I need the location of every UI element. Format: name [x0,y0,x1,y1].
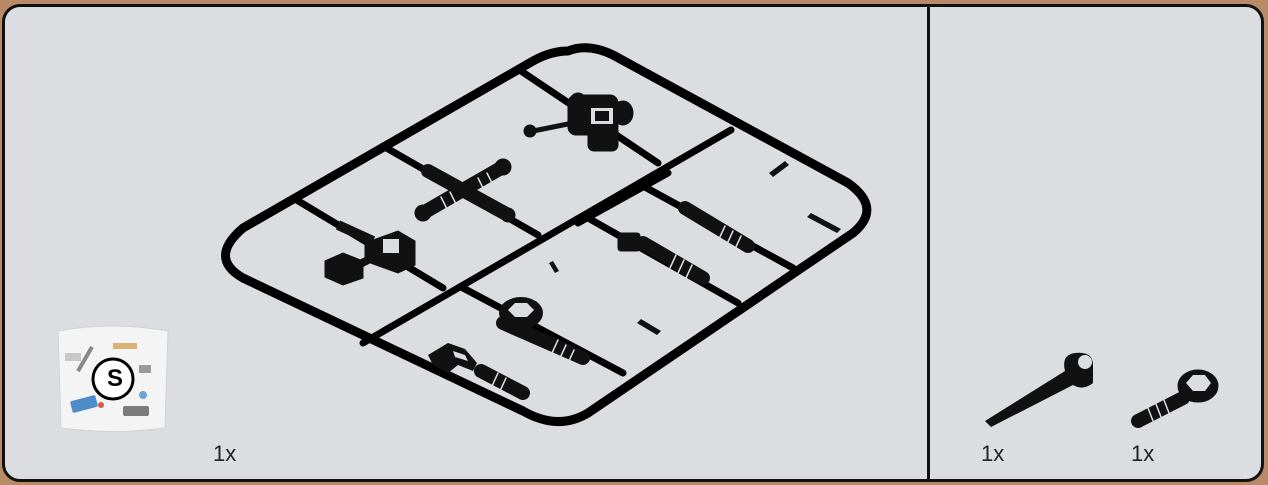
camera-part [524,93,633,151]
bag-letter: S [102,365,128,393]
small-pins [549,161,841,335]
cross-connector-part [415,159,515,222]
socket-quantity: 1x [1131,441,1154,467]
parts-sprue-frame [226,48,867,422]
socket-ring-part [499,297,543,329]
sprue-quantity: 1x [213,441,236,467]
wrench-tool [985,353,1093,427]
wrench-quantity: 1x [981,441,1004,467]
socket-tool [1138,370,1218,421]
parts-artwork [5,7,1264,482]
instruction-panel: S 1x 1x 1x [2,4,1264,482]
section-divider [927,7,930,479]
clip-part [325,225,415,285]
